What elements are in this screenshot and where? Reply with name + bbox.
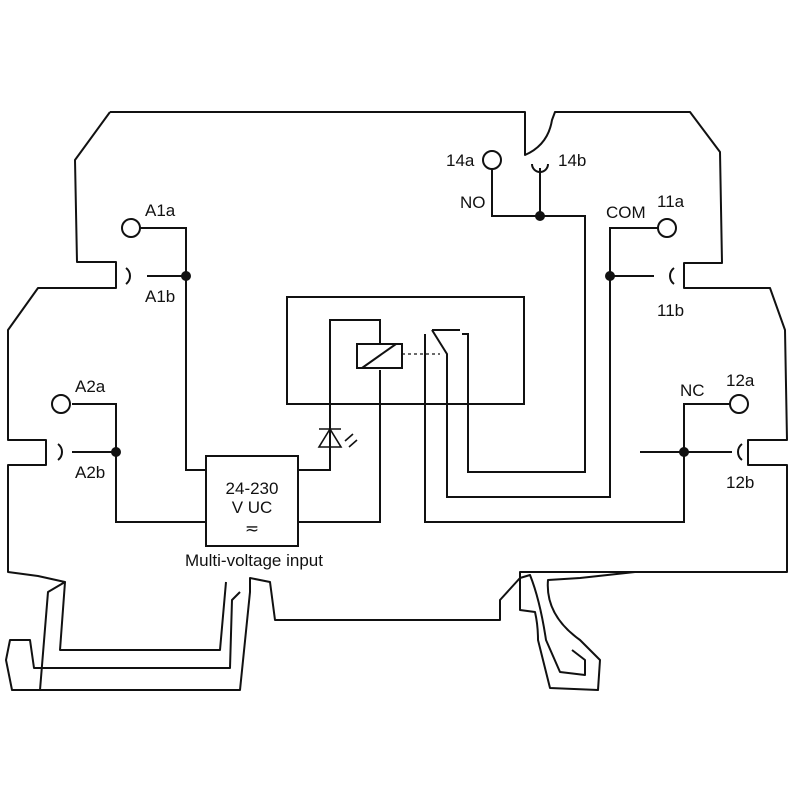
wire-com xyxy=(431,227,658,498)
label-14b: 14b xyxy=(558,151,586,170)
wire-no xyxy=(462,164,586,473)
terminal-12b[interactable] xyxy=(737,443,743,461)
terminal-11a[interactable] xyxy=(657,218,677,238)
terminal-14a[interactable] xyxy=(482,150,502,170)
junction-14 xyxy=(535,211,545,221)
din-rail-clip xyxy=(5,581,241,691)
junction-a2 xyxy=(111,447,121,457)
label-11b: 11b xyxy=(657,301,684,320)
label-a1a: A1a xyxy=(145,201,176,220)
wire-coil-return xyxy=(298,370,381,523)
junction-12 xyxy=(679,447,689,457)
junction-11 xyxy=(605,271,615,281)
terminal-a1b[interactable] xyxy=(125,267,131,285)
label-11a: 11a xyxy=(657,192,685,211)
led-icon xyxy=(317,427,358,448)
wire-a1 xyxy=(140,227,206,471)
relay-coil xyxy=(356,343,403,369)
label-12a: 12a xyxy=(726,371,755,390)
label-a2b: A2b xyxy=(75,463,105,482)
wire-led xyxy=(298,319,381,471)
input-module xyxy=(205,455,299,547)
terminal-a1a[interactable] xyxy=(121,218,141,238)
junction-a1 xyxy=(181,271,191,281)
label-a2a: A2a xyxy=(75,377,106,396)
label-com: COM xyxy=(606,203,646,222)
terminal-14b[interactable] xyxy=(531,163,549,173)
terminal-a2a[interactable] xyxy=(51,394,71,414)
coil-diagonal xyxy=(361,343,397,369)
label-14a: 14a xyxy=(446,151,475,170)
wire-nc xyxy=(424,334,730,523)
label-no: NO xyxy=(460,193,486,212)
terminal-11b[interactable] xyxy=(669,267,675,285)
relay-frame xyxy=(286,296,525,405)
terminal-a2b[interactable] xyxy=(57,443,63,461)
input-voltage-line1: 24-230 xyxy=(226,479,279,498)
wire-a2 xyxy=(72,403,206,523)
input-voltage-line2: V UC xyxy=(232,498,273,517)
label-a1b: A1b xyxy=(145,287,175,306)
housing-outline xyxy=(7,111,788,691)
label-12b: 12b xyxy=(726,473,754,492)
ac-dc-symbol-icon: ≂ xyxy=(245,519,259,538)
terminal-12a[interactable] xyxy=(729,394,749,414)
label-nc: NC xyxy=(680,381,705,400)
input-caption: Multi-voltage input xyxy=(185,551,323,570)
right-foot xyxy=(519,574,586,676)
